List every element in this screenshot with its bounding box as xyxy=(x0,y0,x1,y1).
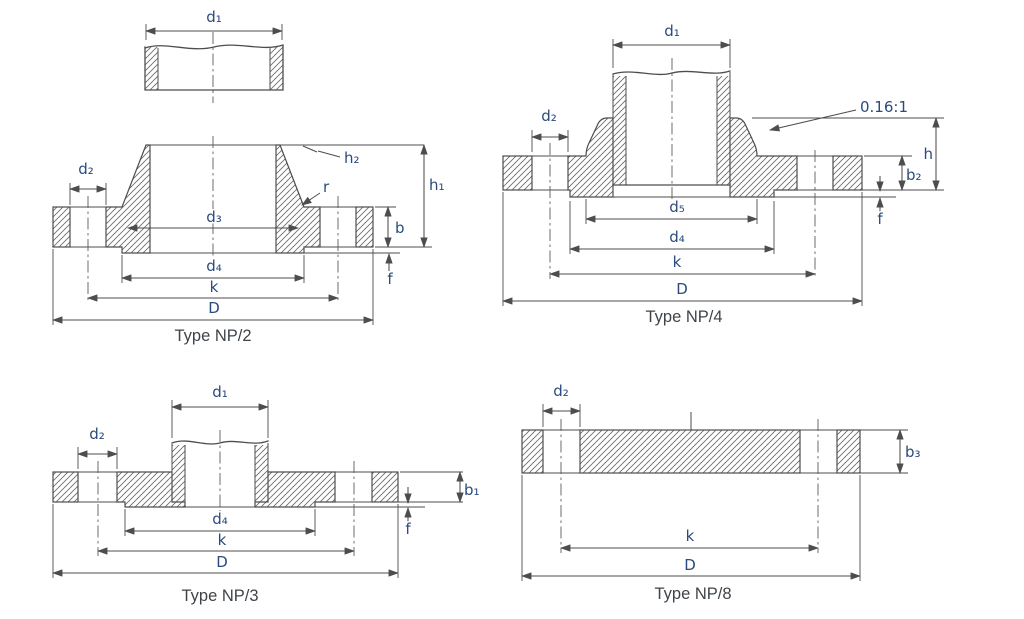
np4-label-d4: d₄ xyxy=(669,228,685,246)
np3-diagram: d₁ d₂ b₁ f xyxy=(51,382,481,607)
np2-label-D: D xyxy=(208,299,220,317)
np8-label-b3: b₃ xyxy=(905,443,921,461)
np2-plate-right xyxy=(355,206,374,248)
np8-label-k: k xyxy=(686,527,695,545)
np8-flange-body xyxy=(521,412,908,553)
np2-label-d3: d₃ xyxy=(206,208,222,226)
np2-r-leader xyxy=(301,192,321,206)
np8-plate-left xyxy=(521,429,544,474)
np4-label-f: f xyxy=(877,210,883,228)
np3-pipe-section: d₁ xyxy=(170,382,270,516)
np3-caption: Type NP/3 xyxy=(181,587,258,605)
np4-label-b2: b₂ xyxy=(906,166,922,184)
np4-hub-left xyxy=(567,117,614,198)
np2-hub-right xyxy=(275,144,321,254)
np4-label-d1: d₁ xyxy=(664,22,680,40)
np4-label-h: h xyxy=(923,145,933,163)
np2-caption: Type NP/2 xyxy=(174,327,251,345)
np3-label-d4: d₄ xyxy=(212,510,228,528)
np2-label-d1: d₁ xyxy=(206,8,222,26)
np2-label-b: b xyxy=(395,219,405,237)
np3-label-k: k xyxy=(218,531,227,549)
np4-dimensions: d₂ 0.16:1 h b₂ f d₅ d₄ k D xyxy=(501,97,940,306)
np4-pipe-break-line xyxy=(612,70,731,76)
np2-h2-tick xyxy=(302,145,318,153)
np3-label-D: D xyxy=(216,553,228,571)
np4-label-d2: d₂ xyxy=(541,107,557,125)
np4-diagram: d₁ d₂ 0.16:1 h b₂ xyxy=(501,21,944,328)
np2-label-k: k xyxy=(210,278,219,296)
np2-pipe-section: d₁ xyxy=(144,7,284,103)
np2-hub-left xyxy=(105,144,151,254)
np2-label-d4: d₄ xyxy=(206,257,222,275)
np8-caption: Type NP/8 xyxy=(654,585,731,603)
np4-flange-body xyxy=(502,117,944,279)
np8-diagram: d₂ b₃ k D Type NP/8 xyxy=(520,381,922,605)
np3-label-b1: b₁ xyxy=(464,481,480,499)
np4-taper-leader xyxy=(768,109,857,132)
np3-label-d2: d₂ xyxy=(89,425,105,443)
np4-plate-left xyxy=(502,155,533,191)
np4-pipe-section: d₁ xyxy=(611,21,732,203)
np3-label-f: f xyxy=(405,520,411,538)
np8-label-D: D xyxy=(684,556,696,574)
np4-taper-label: 0.16:1 xyxy=(860,98,908,116)
np8-label-d2: d₂ xyxy=(553,382,569,400)
np3-flange-body xyxy=(52,461,463,556)
np8-dimensions: d₂ b₃ k D xyxy=(520,381,922,581)
np2-label-d2: d₂ xyxy=(78,160,94,178)
np2-label-h2: h₂ xyxy=(344,149,360,167)
np4-hub-right xyxy=(729,117,798,198)
np3-plate-right xyxy=(371,471,399,503)
np4-plate-right xyxy=(832,155,863,191)
np8-plate-middle xyxy=(579,429,801,474)
np3-dimensions: d₂ b₁ f d₄ k D xyxy=(51,424,481,578)
np4-label-d5: d₅ xyxy=(669,198,685,216)
np2-label-h1: h₁ xyxy=(429,176,445,194)
np2-label-r: r xyxy=(323,178,330,196)
np2-diagram: d₁ d₂ xyxy=(51,7,446,347)
np2-label-f: f xyxy=(387,270,393,288)
np4-label-k: k xyxy=(673,253,682,271)
np2-dimensions: d₂ h₂ h₁ r d₃ b f d₄ k D xyxy=(51,143,446,325)
np3-plate-left xyxy=(52,471,79,503)
np8-plate-right xyxy=(836,429,861,474)
np4-label-D: D xyxy=(676,280,688,298)
np4-caption: Type NP/4 xyxy=(645,308,722,326)
np2-pipe-break-line xyxy=(144,44,284,50)
np3-label-d1: d₁ xyxy=(212,383,228,401)
np2-plate-left xyxy=(52,206,71,248)
np3-pipe-break-line xyxy=(171,440,269,445)
